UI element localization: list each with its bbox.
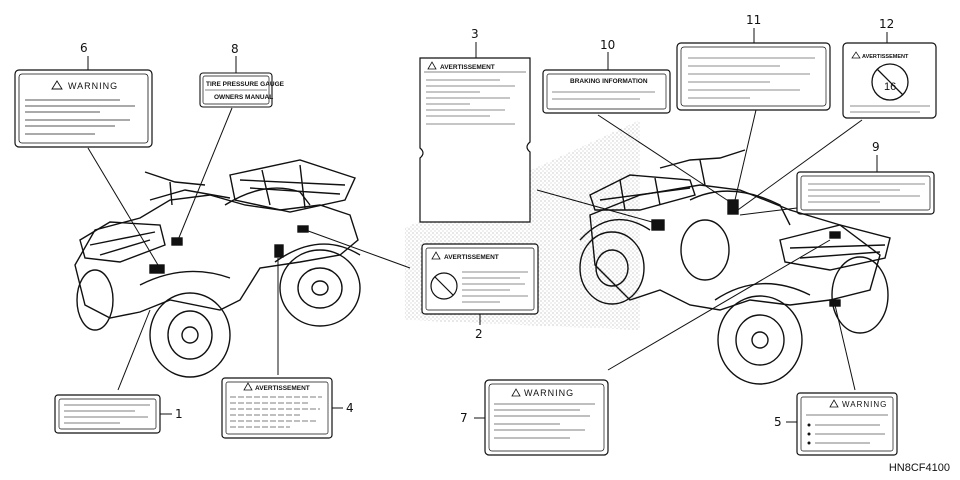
label-8: TIRE PRESSURE GAUGE OWNERS MANUAL [199, 72, 285, 108]
diagram-code: HN8CF4100 [888, 462, 950, 474]
callout-8: 8 [231, 42, 239, 56]
label-7: WARNING [484, 379, 609, 456]
label-7-title: WARNING [524, 388, 574, 398]
callout-3: 3 [471, 27, 479, 41]
callout-2: 2 [475, 327, 483, 341]
label-12-title: AVERTISSEMENT [862, 54, 909, 60]
label-3: AVERTISSEMENT [419, 57, 531, 223]
label-2: AVERTISSEMENT [421, 243, 539, 315]
callout-9: 9 [872, 140, 880, 154]
svg-text:16: 16 [884, 81, 896, 93]
callout-lines [87, 28, 888, 423]
label-10: BRAKING INFORMATION [542, 69, 671, 114]
callout-5: 5 [774, 415, 782, 429]
callout-1: 1 [175, 407, 183, 421]
callout-11: 11 [746, 13, 761, 27]
label-8-line2: OWNERS MANUAL [214, 94, 273, 101]
label-4: AVERTISSEMENT [221, 377, 333, 439]
label-5-title: WARNING [842, 400, 887, 409]
label-6: WARNING [14, 69, 153, 148]
label-3-title: AVERTISSEMENT [440, 64, 495, 71]
age-16-icon [871, 63, 909, 101]
callout-7: 7 [460, 411, 468, 425]
callout-10: 10 [600, 38, 615, 52]
label-12: AVERTISSEMENT 16 [842, 42, 937, 119]
callout-6: 6 [80, 41, 88, 55]
label-10-title: BRAKING INFORMATION [570, 78, 648, 85]
label-8-line1: TIRE PRESSURE GAUGE [206, 81, 285, 88]
label-2-title: AVERTISSEMENT [444, 254, 499, 261]
callout-12: 12 [879, 17, 894, 31]
label-1 [54, 394, 161, 434]
callout-4: 4 [346, 401, 354, 415]
leader-lines [87, 107, 863, 391]
label-9 [796, 171, 935, 215]
label-6-title: WARNING [68, 81, 118, 91]
label-5: WARNING [796, 392, 898, 456]
label-4-title: AVERTISSEMENT [255, 385, 310, 392]
atv-left [74, 159, 361, 378]
label-11 [676, 42, 831, 111]
no-passenger-icon [430, 272, 458, 300]
